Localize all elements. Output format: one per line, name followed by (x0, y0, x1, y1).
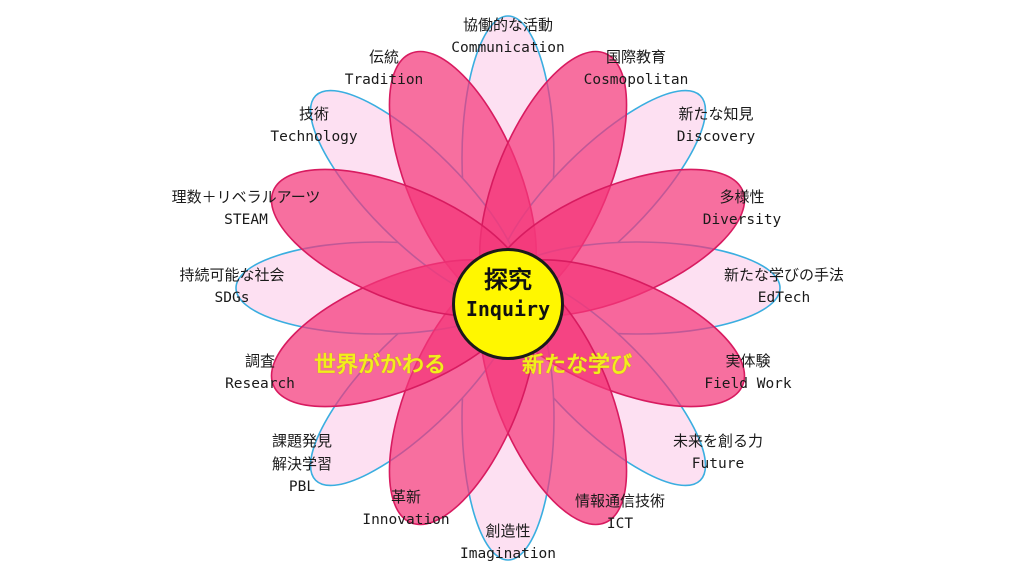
label-fieldwork-jp: 実体験 (725, 352, 771, 370)
label-diversity-jp: 多様性 (719, 188, 765, 206)
label-pbl-jp2: 解決学習 (271, 455, 333, 473)
label-fieldwork: 実体験 Field Work (704, 350, 791, 396)
label-pbl-jp1: 課題発見 (271, 432, 333, 450)
label-cosmopolitan: 国際教育 Cosmopolitan (584, 46, 689, 92)
label-communication: 協働的な活動 Communication (451, 14, 565, 60)
label-innovation-jp: 革新 (390, 488, 421, 506)
label-imagination: 創造性 Imagination (460, 520, 556, 566)
label-communication-en: Communication (451, 40, 565, 56)
label-pbl-en: PBL (288, 479, 316, 495)
label-ict-jp: 情報通信技術 (574, 492, 666, 510)
label-sdgs-jp: 持続可能な社会 (179, 266, 285, 284)
label-technology-jp: 技術 (298, 105, 329, 123)
label-discovery: 新たな知見 Discovery (677, 103, 756, 149)
label-edtech: 新たな学びの手法 EdTech (724, 264, 844, 310)
center-circle: 探究 Inquiry (452, 248, 564, 360)
label-sdgs: 持続可能な社会 SDGs (179, 264, 284, 310)
label-steam-en: STEAM (224, 212, 268, 228)
label-pbl: 課題発見 解決学習 PBL (272, 430, 332, 499)
label-cosmopolitan-jp: 国際教育 (605, 48, 667, 66)
label-future: 未来を創る力 Future (673, 430, 763, 476)
label-research-jp: 調査 (244, 352, 275, 370)
label-cosmopolitan-en: Cosmopolitan (583, 72, 689, 88)
label-edtech-jp: 新たな学びの手法 (723, 266, 845, 284)
label-future-en: Future (691, 456, 745, 472)
label-diversity: 多様性 Diversity (703, 186, 782, 232)
label-ict: 情報通信技術 ICT (575, 490, 665, 536)
center-en: Inquiry (465, 297, 551, 321)
label-future-jp: 未来を創る力 (672, 432, 764, 450)
label-steam-jp: 理数＋リベラルアーツ (171, 188, 321, 206)
label-innovation: 革新 Innovation (362, 486, 449, 532)
center-jp: 探究 (484, 266, 532, 294)
label-discovery-en: Discovery (676, 129, 756, 145)
label-sdgs-en: SDGs (214, 290, 250, 306)
label-ict-en: ICT (606, 516, 634, 532)
label-imagination-en: Imagination (459, 546, 557, 562)
label-edtech-en: EdTech (757, 290, 811, 306)
label-communication-jp: 協働的な活動 (462, 16, 553, 34)
label-imagination-jp: 創造性 (485, 522, 531, 540)
slogan-left: 世界がかわる (314, 353, 447, 378)
label-technology-en: Technology (270, 129, 358, 145)
label-diversity-en: Diversity (702, 212, 782, 228)
label-tradition-jp: 伝統 (368, 48, 400, 66)
label-research-en: Research (225, 376, 295, 392)
label-discovery-jp: 新たな知見 (678, 105, 754, 123)
label-innovation-en: Innovation (362, 512, 450, 528)
label-tradition-en: Tradition (344, 72, 424, 88)
label-steam: 理数＋リベラルアーツ STEAM (172, 186, 321, 232)
label-tradition: 伝統 Tradition (345, 46, 424, 92)
label-fieldwork-en: Field Work (704, 376, 792, 392)
label-technology: 技術 Technology (270, 103, 357, 149)
slogan-right: 新たな学び (522, 353, 633, 378)
label-research: 調査 Research (225, 350, 295, 396)
